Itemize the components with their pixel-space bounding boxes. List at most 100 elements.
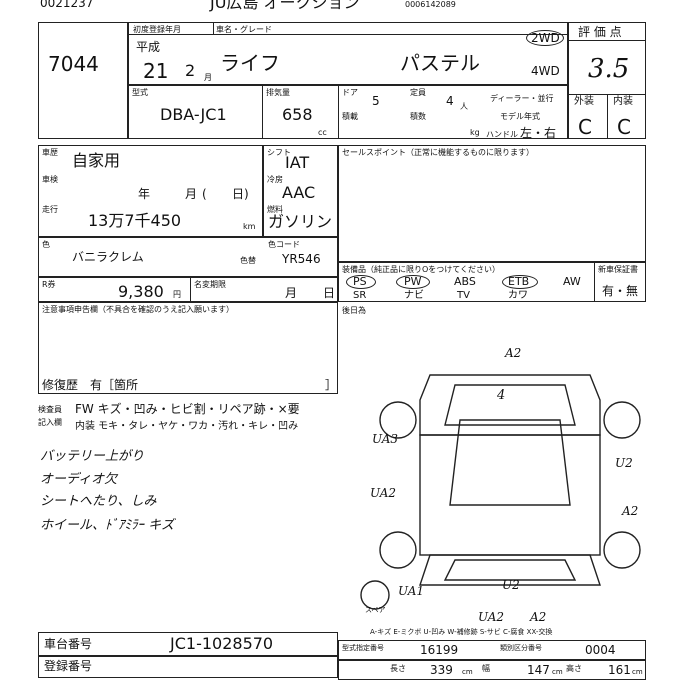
length-label: 長さ: [390, 664, 406, 673]
equip-navi: ナビ: [404, 290, 424, 301]
form-value: 16199: [420, 643, 459, 657]
height-value: 161: [608, 663, 631, 677]
aircon-label: 冷房: [267, 175, 283, 184]
score-label: 評 価 点: [578, 25, 622, 39]
handwritten-note-2: オーディオ欠: [40, 472, 118, 487]
color-label: 色: [42, 240, 50, 249]
recycle-label: R券: [42, 280, 56, 289]
inspection-label: 車検: [42, 175, 58, 184]
car-body: [419, 434, 601, 556]
chassis-label: 車台番号: [44, 637, 93, 651]
mark-ua1: UA1: [398, 584, 425, 598]
divider: [607, 94, 608, 139]
wheel-front-left: [379, 401, 417, 439]
pw-circle: [396, 275, 430, 289]
notes-box: [38, 302, 338, 394]
reg-month: 2: [185, 61, 196, 80]
equip-abs: ABS: [454, 275, 476, 288]
mark-rear-ua2: UA2: [478, 610, 505, 624]
notes-label: 注意事項申告欄（不具合を確認のうえ記入願います）: [42, 305, 234, 314]
sales-point-label: セールスポイント（正常に機能するものに限ります）: [342, 148, 534, 157]
form-label: 型式指定番号: [342, 644, 384, 652]
length-value: 339: [430, 663, 453, 677]
equip-sr: SR: [353, 290, 367, 301]
width-label: 幅: [482, 664, 490, 673]
reg-year: 21: [143, 59, 169, 83]
equipment-box: [338, 262, 646, 302]
shift-label: シフト: [267, 148, 291, 157]
name-change-label: 名変期限: [194, 280, 226, 289]
lot-number: 7044: [48, 52, 99, 76]
spec-box: [128, 85, 568, 139]
equip-ps: PS: [353, 275, 367, 288]
shift-box: [263, 145, 338, 237]
exterior-label: 外装: [574, 96, 594, 107]
repair-close: ］: [325, 378, 338, 392]
etb-circle: [502, 275, 538, 289]
inspection-day-close: 日): [232, 187, 249, 201]
width-value: 147: [527, 663, 550, 677]
top-code: 0006142089: [405, 0, 456, 9]
mark-rear-a2: A2: [530, 610, 547, 624]
model-name: ライフ: [220, 51, 280, 75]
name-change-month: 月: [285, 286, 298, 300]
new-manual-label: 新車保証書: [598, 265, 638, 274]
fuel-label: 燃料: [267, 205, 283, 214]
divider: [128, 34, 568, 35]
aircon: AAC: [282, 183, 316, 202]
mark-ua3: UA3: [372, 432, 399, 446]
seats: 4: [446, 94, 454, 108]
mark-rear-u2: U2: [502, 578, 520, 592]
handwritten-note-4: ホイール、ﾄﾞｱﾐﾗｰ キズ: [40, 518, 175, 533]
class-label: 類別区分番号: [500, 644, 542, 652]
score-value: 3.5: [588, 54, 630, 84]
lot-box: [38, 22, 128, 139]
km-unit: km: [243, 222, 256, 231]
mileage-label: 走行: [42, 205, 58, 214]
handwritten-note-3: シートへたり、しみ: [40, 494, 157, 509]
ps-circle: [346, 275, 376, 289]
usage-label: 車歴: [42, 148, 58, 157]
height-label: 高さ: [566, 664, 582, 673]
displacement: 658: [282, 105, 313, 124]
exterior-grade: C: [578, 115, 592, 139]
recycle-value: 9,380: [118, 282, 164, 301]
class-value: 0004: [585, 643, 616, 657]
form-box: [338, 640, 646, 660]
model-type: DBA-JC1: [160, 105, 227, 124]
first-reg-label: 初度登録年月: [133, 25, 181, 34]
inspector-label-2: 記入欄: [38, 418, 62, 427]
yen-unit: 円: [173, 290, 181, 299]
car-rear-window: [443, 559, 577, 581]
chassis-box: [38, 632, 338, 656]
registration-box: [38, 656, 338, 678]
color-code: YR546: [282, 252, 321, 266]
mark-front-a2: A2: [505, 346, 522, 360]
mark-right-a2: A2: [622, 504, 639, 518]
spare-label: スペア: [365, 606, 386, 614]
width-unit: cm: [552, 668, 563, 676]
first-reg-box: [128, 22, 568, 85]
weight-label: 積数: [410, 112, 426, 121]
equipment-label: 装備品（純正品に限りOをつけてください）: [342, 265, 501, 274]
model-year-label: モデル年式: [500, 112, 540, 121]
top-left-code: 0021237: [40, 0, 94, 10]
wheel-rear-left: [379, 531, 417, 569]
length-unit: cm: [462, 668, 473, 676]
divider: [594, 262, 595, 302]
car-rear-section: [419, 554, 601, 586]
load-label: 積載: [342, 112, 358, 121]
drive-4wd: 4WD: [531, 64, 560, 78]
car-windshield: [444, 384, 576, 426]
damage-legend: A-キズ E-ミクボ U-凹み W-補修跡 S-サビ C-腐食 XX-交換: [370, 628, 553, 636]
inspector-label-1: 検査員: [38, 405, 62, 414]
new-manual-value: 有・無: [602, 284, 639, 298]
drive-2wd: 2WD: [531, 31, 560, 45]
color-code-label: 色コード: [268, 240, 300, 249]
mark-hood-4: 4: [497, 388, 506, 403]
inspector-line-1: FW キズ・凹み・ヒビ割・リペア跡・×要: [75, 402, 300, 416]
recycle-box: [38, 277, 338, 302]
divider: [190, 277, 191, 302]
divider: [568, 40, 646, 41]
inspector-line-2: 内装 モキ・タレ・ヤケ・ワカ・汚れ・キレ・凹み: [75, 421, 299, 432]
